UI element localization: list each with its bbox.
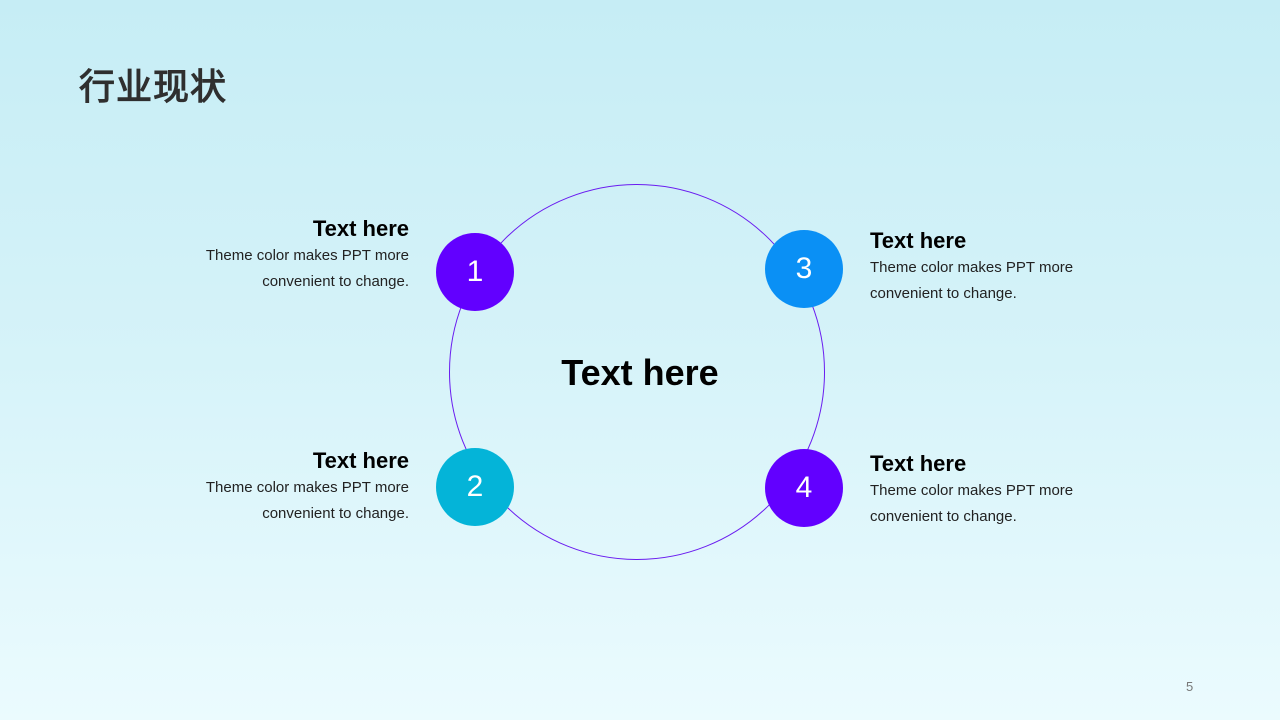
node-4-circle: 4 bbox=[765, 449, 843, 527]
node-3-number: 3 bbox=[795, 252, 813, 285]
node-3-desc-line-1: Theme color makes PPT more bbox=[870, 259, 1074, 276]
node-2-number: 2 bbox=[466, 470, 484, 503]
node-2-description: Theme color makes PPT more convenient to… bbox=[169, 475, 409, 526]
node-2-desc-line-2: convenient to change. bbox=[262, 504, 409, 522]
node-1-info: Text here Theme color makes PPT more con… bbox=[169, 216, 409, 294]
node-4-info: Text here Theme color makes PPT more con… bbox=[870, 451, 1110, 529]
cycle-ring bbox=[449, 184, 825, 560]
node-1-circle: 1 bbox=[436, 233, 514, 311]
node-1-number: 1 bbox=[466, 255, 484, 288]
node-2-desc-line-1: Theme color makes PPT more bbox=[205, 479, 409, 496]
page-title: 行业现状 bbox=[79, 67, 228, 108]
node-2-info: Text here Theme color makes PPT more con… bbox=[169, 448, 409, 526]
node-3-desc-line-2: convenient to change. bbox=[870, 284, 1017, 302]
node-1-title: Text here bbox=[312, 216, 409, 241]
node-4-desc-line-2: convenient to change. bbox=[870, 507, 1017, 525]
node-3-circle: 3 bbox=[765, 230, 843, 308]
page-number: 5 bbox=[1186, 679, 1194, 694]
node-1-desc-line-2: convenient to change. bbox=[262, 272, 409, 290]
node-3-title: Text here bbox=[870, 228, 967, 253]
node-1-desc-line-1: Theme color makes PPT more bbox=[205, 247, 409, 264]
node-2-title: Text here bbox=[312, 448, 409, 473]
node-4-desc-line-1: Theme color makes PPT more bbox=[870, 482, 1074, 499]
node-2-circle: 2 bbox=[436, 448, 514, 526]
node-3-description: Theme color makes PPT more convenient to… bbox=[870, 255, 1110, 306]
node-4-title: Text here bbox=[870, 451, 967, 476]
node-1-description: Theme color makes PPT more convenient to… bbox=[169, 243, 409, 294]
center-label: Text here bbox=[561, 352, 719, 393]
node-3-info: Text here Theme color makes PPT more con… bbox=[870, 228, 1110, 306]
node-4-number: 4 bbox=[795, 471, 813, 504]
node-4-description: Theme color makes PPT more convenient to… bbox=[870, 478, 1110, 529]
